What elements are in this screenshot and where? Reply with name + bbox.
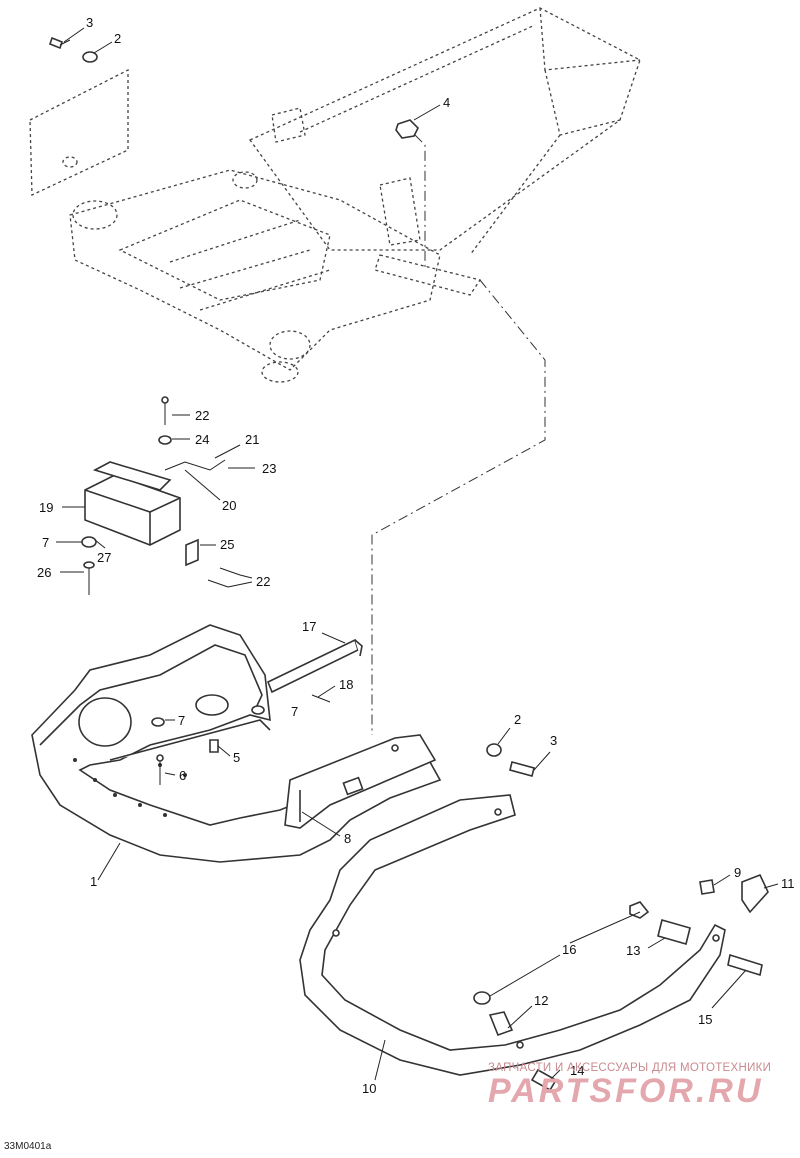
callout-2: 2 bbox=[114, 31, 121, 46]
callout-10: 10 bbox=[362, 1081, 376, 1096]
chassis-frame bbox=[69, 7, 641, 383]
callout-12: 12 bbox=[534, 993, 548, 1008]
callout-9: 9 bbox=[734, 865, 741, 880]
callout-3: 3 bbox=[86, 15, 93, 30]
bumper bbox=[299, 794, 726, 1076]
drawing-code: 33M0401a bbox=[4, 1141, 52, 1152]
callout-27: 27 bbox=[97, 550, 111, 565]
rivet bbox=[73, 758, 77, 762]
callout-7: 7 bbox=[178, 713, 185, 728]
callout-19: 19 bbox=[39, 500, 53, 515]
plate-dashed bbox=[29, 68, 129, 197]
side-bracket bbox=[284, 734, 437, 829]
callout-14: 14 bbox=[570, 1063, 584, 1078]
callout-23: 23 bbox=[262, 461, 276, 476]
callout-3: 3 bbox=[550, 733, 557, 748]
callout-13: 13 bbox=[626, 943, 640, 958]
hardware bbox=[49, 36, 769, 1092]
callout-5: 5 bbox=[233, 750, 240, 765]
callout-1: 1 bbox=[90, 874, 97, 889]
leader-lines bbox=[56, 27, 779, 1083]
callout-25: 25 bbox=[220, 537, 234, 552]
callout-18: 18 bbox=[339, 677, 353, 692]
callout-26: 26 bbox=[37, 565, 51, 580]
alignment-lines bbox=[371, 134, 546, 735]
callout-17: 17 bbox=[302, 619, 316, 634]
callout-4: 4 bbox=[443, 95, 450, 110]
callout-16: 16 bbox=[562, 942, 576, 957]
callout-24: 24 bbox=[195, 432, 209, 447]
strip bbox=[266, 638, 363, 694]
callout-8: 8 bbox=[344, 831, 351, 846]
watermark-brand: PARTSFOR.RU bbox=[488, 1072, 764, 1110]
watermark: ЗАПЧАСТИ И АКСЕССУАРЫ ДЛЯ МОТОТЕХНИКИ PA… bbox=[488, 1062, 788, 1111]
heat-shield bbox=[84, 459, 226, 546]
callout-2: 2 bbox=[514, 712, 521, 727]
callout-21: 21 bbox=[245, 432, 259, 447]
callout-15: 15 bbox=[698, 1012, 712, 1027]
plate-hole bbox=[62, 156, 78, 168]
callout-labels: 3 2 4 22 24 21 23 20 19 7 27 25 26 22 17… bbox=[37, 15, 795, 1096]
callout-7: 7 bbox=[42, 535, 49, 550]
callout-7: 7 bbox=[291, 704, 298, 719]
callout-22: 22 bbox=[195, 408, 209, 423]
callout-20: 20 bbox=[222, 498, 236, 513]
callout-6: 6 bbox=[179, 768, 186, 783]
skid-plate bbox=[31, 624, 442, 863]
watermark-tagline: ЗАПЧАСТИ И АКСЕССУАРЫ ДЛЯ МОТОТЕХНИКИ bbox=[488, 1062, 772, 1074]
callout-11: 11 bbox=[781, 876, 795, 891]
callout-22: 22 bbox=[256, 574, 270, 589]
